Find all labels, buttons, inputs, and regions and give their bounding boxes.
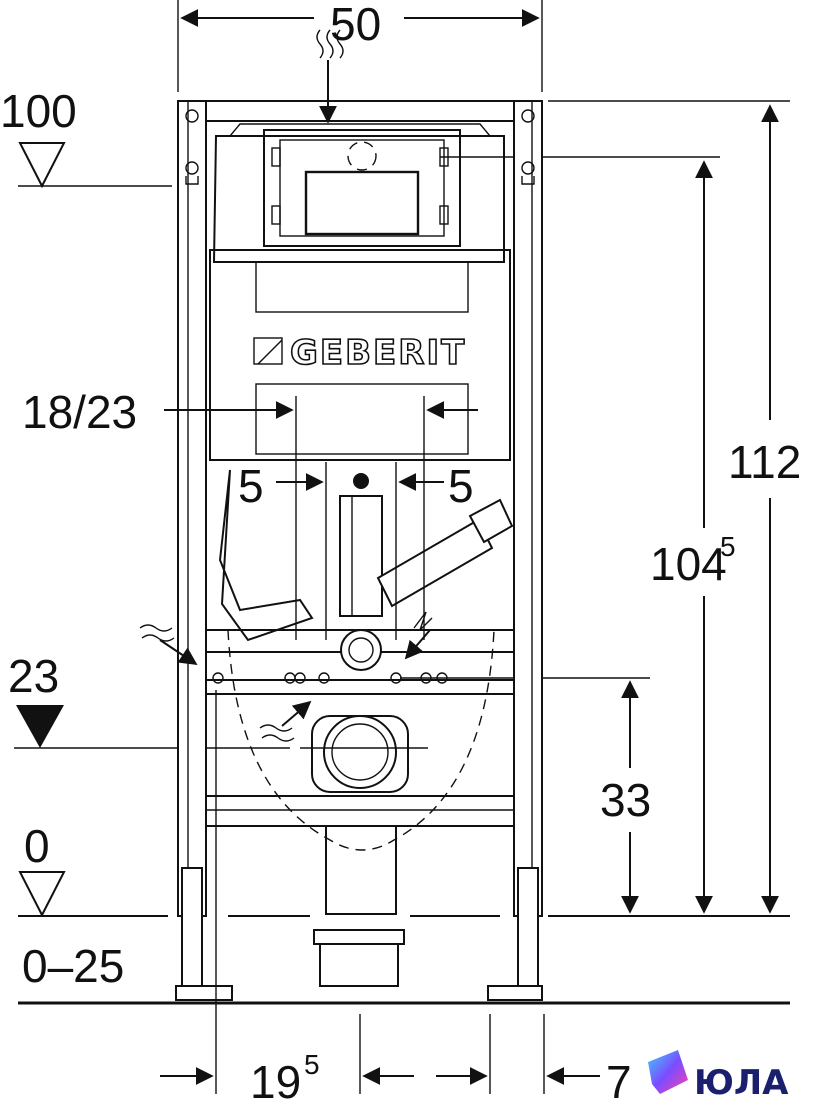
frame xyxy=(175,100,543,1001)
dim-bottom-left-label: 19 xyxy=(250,1056,301,1100)
dim-flush-height-label: 104 xyxy=(650,538,727,590)
dim-bottom: 19 5 7 xyxy=(160,690,632,1100)
dim-drain-height-label: 33 xyxy=(600,774,651,826)
cistern xyxy=(209,123,511,461)
dim-bottom-right-label: 7 xyxy=(606,1056,632,1100)
dim-right-offset-label: 5 xyxy=(448,460,474,512)
dim-width-label: 50 xyxy=(330,0,381,50)
dim-width: 50 xyxy=(177,0,543,124)
dim-drain-height: 33 xyxy=(600,680,651,914)
level-top-label: 100 xyxy=(0,85,77,137)
level-marker-drain: 23 xyxy=(8,650,64,748)
level-marker-top: 100 xyxy=(0,85,77,189)
level-floor-label: 0 xyxy=(24,820,50,872)
drain-connection xyxy=(300,715,428,987)
brand-name: GEBERIT xyxy=(290,333,466,373)
dim-flush-plate-label: 18/23 xyxy=(22,386,137,438)
level-marker-floor: 0 xyxy=(18,820,66,918)
arrow-electric xyxy=(404,629,431,660)
dim-flush-height-sup: 5 xyxy=(720,531,736,562)
arrow-drain-connection xyxy=(281,700,312,727)
drain-axis-label: 23 xyxy=(8,650,59,702)
pipes xyxy=(212,469,514,684)
watermark-text: ЮЛА xyxy=(694,1063,789,1100)
dim-flush-plate: 18/23 xyxy=(22,386,478,640)
brand-logo: GEBERIT xyxy=(253,332,466,374)
dim-bottom-left-sup: 5 xyxy=(304,1049,320,1080)
dim-left-offset-label: 5 xyxy=(238,460,264,512)
watermark-logo-icon xyxy=(648,1050,688,1094)
water-symbols xyxy=(139,29,433,742)
watermark: ЮЛА xyxy=(648,1050,789,1100)
dim-total-height-label: 112 xyxy=(728,436,801,488)
wc-bowl-outline xyxy=(227,629,495,851)
arrow-left-connection xyxy=(159,639,198,665)
dim-total-height: 112 xyxy=(728,104,801,914)
floor-range-label: 0–25 xyxy=(22,940,124,992)
dim-flush-height: 104 5 xyxy=(650,160,736,914)
dim-offsets: 5 5 xyxy=(238,460,474,640)
